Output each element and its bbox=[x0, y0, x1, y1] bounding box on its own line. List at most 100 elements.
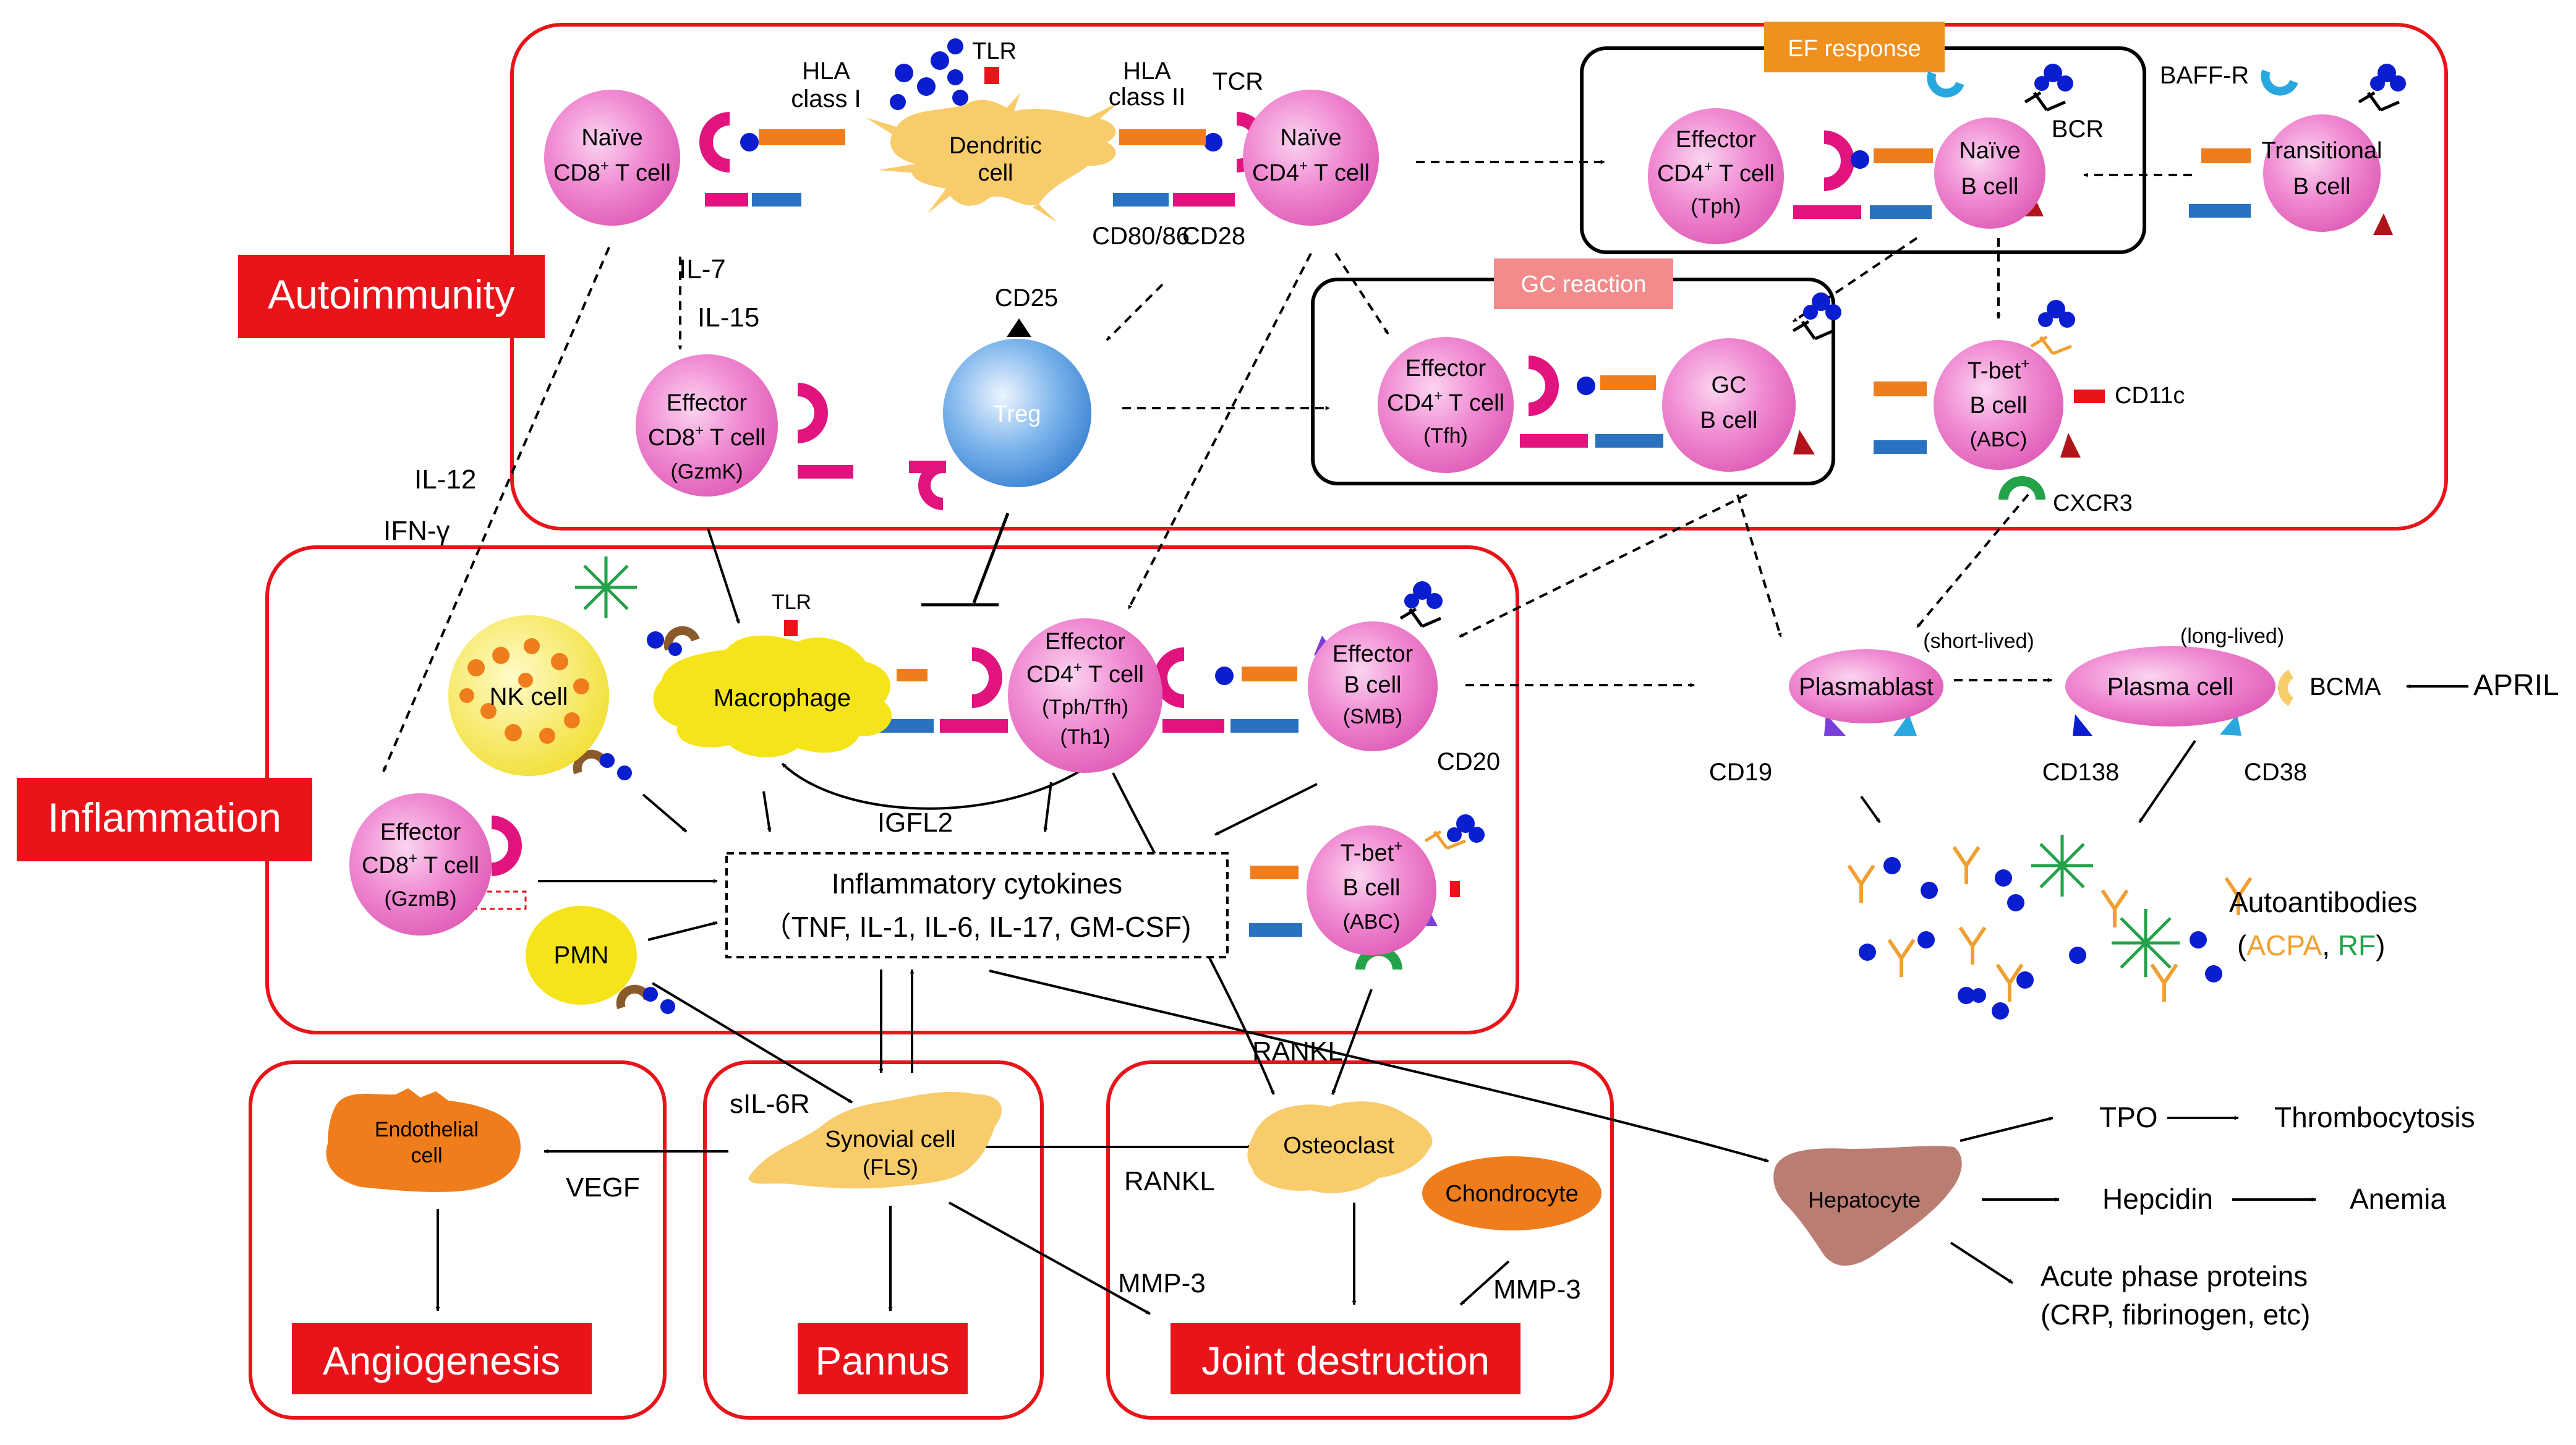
nk-granules bbox=[459, 638, 589, 744]
treg-receptor bbox=[909, 318, 1031, 510]
svg-text:CD28: CD28 bbox=[1182, 223, 1245, 250]
svg-text:CD38: CD38 bbox=[2244, 759, 2307, 786]
cd4-smb-synapse bbox=[1154, 647, 1299, 733]
svg-text:B cell: B cell bbox=[1700, 407, 1758, 433]
inflammation-panel bbox=[265, 545, 1519, 1034]
svg-text:MMP-3: MMP-3 bbox=[1493, 1274, 1581, 1305]
section-panels bbox=[249, 23, 2448, 1420]
osteoclast-cell bbox=[1247, 1101, 1433, 1193]
svg-text:RANKL: RANKL bbox=[1124, 1166, 1215, 1196]
svg-text:Hepatocyte: Hepatocyte bbox=[1808, 1187, 1921, 1213]
svg-text:Hepcidin: Hepcidin bbox=[2102, 1183, 2213, 1215]
tph-effector-t-cell bbox=[1648, 108, 1784, 244]
svg-text:(SMB): (SMB) bbox=[1343, 705, 1402, 728]
svg-text:(short-lived): (short-lived) bbox=[1923, 629, 2034, 653]
svg-text:BCR: BCR bbox=[2052, 116, 2104, 143]
chondrocyte-cell bbox=[1422, 1156, 1601, 1230]
cd8-gzmb-receptors bbox=[469, 816, 527, 910]
svg-text:(ACPA, RF): (ACPA, RF) bbox=[2237, 929, 2385, 961]
svg-text:Anemia: Anemia bbox=[2350, 1183, 2446, 1215]
svg-text:Effector: Effector bbox=[1045, 629, 1126, 655]
dc-naive-cd8-synapse bbox=[699, 112, 845, 207]
tbet-b-cell-top bbox=[1934, 340, 2063, 470]
svg-text:(ABC): (ABC) bbox=[1970, 428, 2028, 451]
svg-text:T-bet+: T-bet+ bbox=[1341, 838, 1403, 866]
dendritic-cell bbox=[890, 100, 1116, 206]
inflammatory-cytokines-box bbox=[725, 852, 1229, 958]
svg-text:Inflammatory cytokines: Inflammatory cytokines bbox=[832, 867, 1122, 900]
bcr-antigen bbox=[1404, 64, 2406, 843]
svg-text:Acute phase proteins: Acute phase proteins bbox=[2041, 1260, 2308, 1292]
svg-text:CD25: CD25 bbox=[995, 284, 1058, 312]
svg-text:CD11c: CD11c bbox=[2115, 383, 2185, 409]
endothelial-cell bbox=[326, 1088, 521, 1192]
effector-cd8-gzmk-cell bbox=[636, 354, 778, 497]
svg-text:HLA: HLA bbox=[802, 58, 850, 85]
macrophage-cell bbox=[653, 635, 892, 757]
naive-cd4-t-cell bbox=[1243, 90, 1379, 226]
svg-text:TLR: TLR bbox=[972, 38, 1017, 64]
svg-text:IFN-γ: IFN-γ bbox=[383, 516, 450, 546]
svg-text:Dendritic: Dendritic bbox=[949, 133, 1042, 159]
effector-cd8-gzmb-cell bbox=[349, 793, 492, 936]
pannus-label: Pannus bbox=[815, 1339, 949, 1383]
autoimmunity-label: Autoimmunity bbox=[268, 271, 515, 317]
svg-text:T-bet+: T-bet+ bbox=[1968, 356, 2030, 384]
svg-text:(Th1): (Th1) bbox=[1060, 725, 1110, 749]
svg-text:PMN: PMN bbox=[554, 942, 609, 969]
svg-text:(FLS): (FLS) bbox=[863, 1154, 918, 1180]
dc-naive-cd4-synapse bbox=[1113, 112, 1267, 207]
svg-text:class II: class II bbox=[1109, 83, 1185, 111]
svg-text:TLR: TLR bbox=[772, 590, 811, 614]
svg-text:(Tfh): (Tfh) bbox=[1423, 424, 1468, 448]
tfh-gc-synapse bbox=[1520, 356, 1663, 448]
antigen-dots bbox=[890, 38, 968, 110]
svg-text:RANKL: RANKL bbox=[1252, 1036, 1343, 1067]
svg-text:GC: GC bbox=[1712, 372, 1747, 398]
svg-text:CD8+ T cell: CD8+ T cell bbox=[648, 422, 766, 451]
plasmablast-cell bbox=[1789, 649, 1943, 723]
svg-text:(Tph/Tfh): (Tph/Tfh) bbox=[1042, 696, 1128, 719]
svg-text:Naïve: Naïve bbox=[1959, 138, 2020, 164]
plasma-cell bbox=[2065, 646, 2275, 727]
tbet-inflam-receptors bbox=[1249, 866, 1460, 970]
svg-text:Naïve: Naïve bbox=[1280, 125, 1341, 151]
sub-panels: EF response GC reaction bbox=[1311, 22, 2146, 485]
svg-text:VEGF: VEGF bbox=[566, 1172, 640, 1203]
svg-text:Osteoclast: Osteoclast bbox=[1283, 1133, 1394, 1159]
annotation-labels: HLA class I TLR HLA class II TCR CD80/86… bbox=[383, 38, 2559, 1331]
svg-text:CD4+ T cell: CD4+ T cell bbox=[1387, 388, 1504, 416]
cell-text: Naïve CD8+ T cell Dendritic cell Naïve C… bbox=[362, 125, 2382, 1213]
tlr-markers bbox=[784, 67, 999, 636]
svg-text:CXCR3: CXCR3 bbox=[2053, 490, 2133, 516]
transitional-b-receptors bbox=[2189, 148, 2251, 218]
inflam-effector-cd4-t-cell bbox=[1008, 618, 1162, 773]
pannus-panel bbox=[703, 1060, 1044, 1420]
nk-cell bbox=[448, 615, 609, 776]
svg-text:Naïve: Naïve bbox=[581, 125, 642, 151]
tph-b-synapse bbox=[1793, 130, 1933, 219]
svg-text:BCMA: BCMA bbox=[2309, 673, 2381, 701]
svg-text:(ABC): (ABC) bbox=[1343, 910, 1401, 934]
orange-antibodies-small bbox=[1424, 335, 2072, 850]
svg-text:IL-12: IL-12 bbox=[414, 464, 476, 495]
svg-text:MMP-3: MMP-3 bbox=[1118, 1268, 1206, 1298]
dashed-arrows bbox=[382, 160, 2192, 772]
treg-inhibition bbox=[921, 513, 1010, 607]
svg-text:cell: cell bbox=[411, 1144, 442, 1167]
svg-text:NK cell: NK cell bbox=[490, 683, 568, 710]
tbet-b-cell-inflam bbox=[1307, 825, 1436, 955]
inflammation-label: Inflammation bbox=[48, 795, 281, 840]
svg-text:IGFL2: IGFL2 bbox=[877, 808, 953, 838]
svg-text:CD4+ T cell: CD4+ T cell bbox=[1026, 659, 1144, 688]
fc-antigen-dots bbox=[600, 631, 682, 1014]
synovial-cell bbox=[748, 1091, 1002, 1189]
svg-text:CD4+ T cell: CD4+ T cell bbox=[1252, 158, 1370, 186]
angiogenesis-label: Angiogenesis bbox=[323, 1339, 560, 1383]
hepatocyte-cell bbox=[1773, 1146, 1962, 1266]
gc-reaction-label: GC reaction bbox=[1521, 271, 1647, 297]
section-labels: Autoimmunity Inflammation Angiogenesis P… bbox=[17, 255, 1520, 1394]
svg-text:Autoantibodies: Autoantibodies bbox=[2229, 886, 2417, 918]
pink-cells bbox=[349, 90, 2381, 955]
